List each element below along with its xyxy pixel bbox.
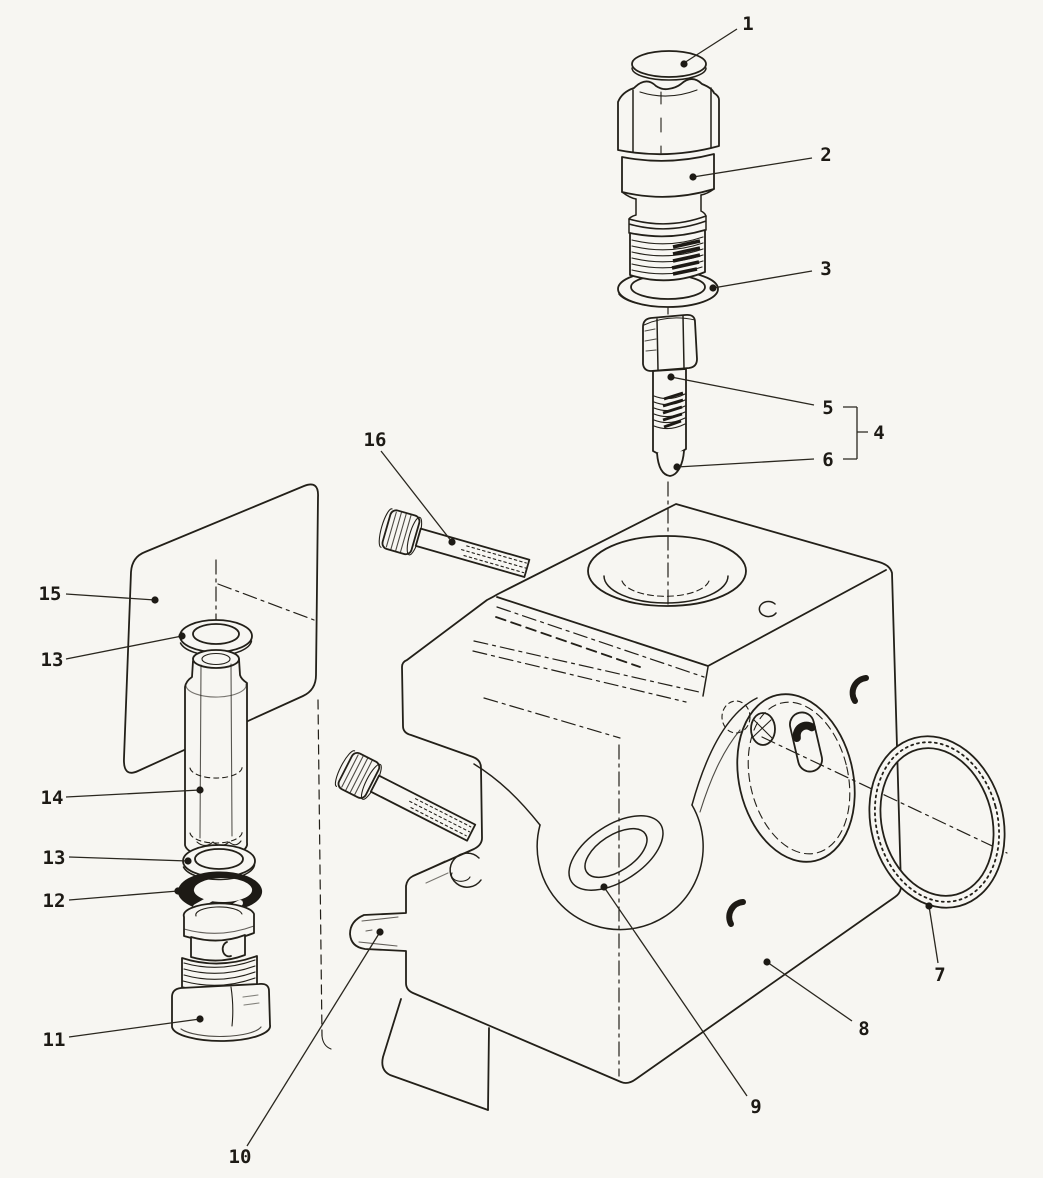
callout-3: 3	[709, 258, 832, 292]
part-number-label: 8	[858, 1018, 869, 1040]
kidney-slot	[789, 711, 823, 773]
part-number-label: 5	[822, 397, 833, 419]
callout-14: 14	[41, 786, 204, 809]
part-number-label: 13	[43, 847, 66, 869]
part-number-label: 9	[750, 1096, 761, 1118]
part-10-mounting-tab	[358, 916, 399, 947]
callout-8: 8	[763, 958, 870, 1040]
part-number-label: 13	[41, 649, 64, 671]
part-number-label: 6	[822, 449, 833, 471]
centerlines	[618, 299, 1008, 1077]
callout-13-upper: 13	[41, 632, 186, 671]
part-number-label: 14	[41, 787, 64, 809]
callout-16: 16	[364, 429, 456, 546]
part-16-cap-screw-upper	[378, 508, 531, 578]
part-9-seat-ring	[568, 815, 664, 891]
callout-7: 7	[925, 902, 946, 986]
callout-4: 4	[843, 406, 885, 460]
callout-9: 9	[600, 883, 762, 1118]
part-number-label: 15	[39, 583, 62, 605]
part-number-label: 3	[820, 258, 831, 280]
part-number-label: 1	[742, 13, 753, 35]
part-14-sleeve	[184, 649, 248, 858]
callout-15: 15	[39, 583, 159, 605]
part-5-plug	[642, 313, 698, 457]
part-number-label: 7	[934, 964, 945, 986]
part-16-cap-screw-lower	[334, 750, 477, 842]
part-number-label: 10	[229, 1146, 252, 1168]
callout-1: 1	[680, 13, 754, 68]
part-number-label: 4	[873, 422, 884, 444]
part-15-cover-plate	[123, 483, 319, 774]
part-8-valve-body	[349, 503, 902, 1111]
part-11-bottom-plug	[171, 902, 271, 1042]
part-1-cap	[617, 50, 720, 156]
callout-12: 12	[43, 887, 182, 912]
callout-13-lower: 13	[43, 847, 192, 869]
callout-2: 2	[689, 144, 832, 181]
callout-11: 11	[43, 1015, 204, 1051]
part-2-valve-cartridge	[621, 153, 715, 282]
part-number-label: 11	[43, 1029, 66, 1051]
callout-10: 10	[229, 928, 384, 1168]
callout-6: 6	[673, 449, 834, 471]
part-6-plug-tip	[656, 450, 685, 477]
hidden-edge-line	[317, 699, 332, 1050]
callouts: 1 2 3 5 4 6 16 15	[39, 13, 946, 1168]
part-number-label: 2	[820, 144, 831, 166]
part-7-o-ring	[868, 735, 1006, 909]
part-number-label: 16	[364, 429, 387, 451]
callout-5: 5	[667, 373, 834, 419]
part-number-label: 12	[43, 890, 66, 912]
